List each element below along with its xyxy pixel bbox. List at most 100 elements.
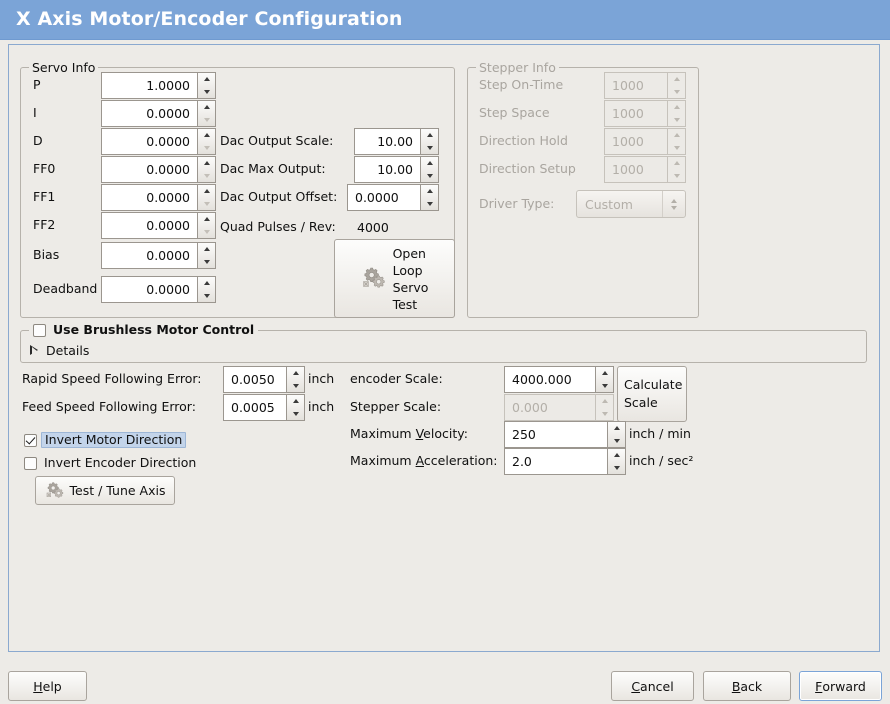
dac-max-output-spinbutton[interactable]: 10.00: [354, 156, 439, 183]
spin-up-icon[interactable]: [198, 73, 215, 86]
servo-d-spinbutton[interactable]: 0.0000: [101, 128, 216, 155]
spin-up-icon[interactable]: [608, 422, 625, 435]
spin-down-icon[interactable]: [596, 380, 613, 393]
servo-p-stepper[interactable]: [197, 72, 216, 99]
dac-max-output-stepper[interactable]: [420, 156, 439, 183]
servo-ff0-value[interactable]: 0.0000: [101, 156, 197, 183]
spin-down-icon[interactable]: [421, 198, 438, 211]
spin-up-icon[interactable]: [421, 157, 438, 170]
encoder-scale-value[interactable]: 4000.000: [504, 366, 595, 393]
gears-icon: [45, 481, 65, 501]
servo-bias-stepper[interactable]: [197, 242, 216, 269]
spin-up-icon[interactable]: [198, 277, 215, 290]
spin-down-icon[interactable]: [421, 170, 438, 183]
feed-speed-following-error-value[interactable]: 0.0005: [223, 394, 286, 421]
spin-up-icon[interactable]: [198, 101, 215, 114]
encoder-scale-stepper[interactable]: [595, 366, 614, 393]
rapid-speed-following-error-value[interactable]: 0.0050: [223, 366, 286, 393]
dac-max-output-value[interactable]: 10.00: [354, 156, 420, 183]
spin-up-icon[interactable]: [421, 185, 438, 198]
dac-output-scale-value[interactable]: 10.00: [354, 128, 420, 155]
maximum-velocity-label: Maximum Velocity:: [350, 426, 468, 441]
spin-down-icon[interactable]: [198, 114, 215, 127]
feed-error-stepper[interactable]: [286, 394, 305, 421]
details-expander[interactable]: Details: [30, 343, 89, 358]
maximum-acceleration-spinbutton[interactable]: 2.0: [504, 448, 626, 475]
spin-up-icon[interactable]: [198, 129, 215, 142]
spin-up-icon[interactable]: [198, 157, 215, 170]
checkbox-box-icon[interactable]: [24, 433, 37, 447]
rapid-error-stepper[interactable]: [286, 366, 305, 393]
test-tune-axis-button[interactable]: Test / Tune Axis: [35, 476, 175, 505]
servo-ff2-stepper[interactable]: [197, 212, 216, 239]
spin-up-icon[interactable]: [198, 243, 215, 256]
calculate-scale-button[interactable]: Calculate Scale: [617, 366, 687, 422]
spin-down-icon[interactable]: [608, 462, 625, 475]
servo-deadband-stepper[interactable]: [197, 276, 216, 303]
dac-output-scale-spinbutton[interactable]: 10.00: [354, 128, 439, 155]
servo-i-value[interactable]: 0.0000: [101, 100, 197, 127]
checkbox-box-icon[interactable]: [24, 456, 37, 470]
spin-down-icon[interactable]: [608, 435, 625, 448]
spin-down-icon[interactable]: [287, 380, 304, 393]
dac-output-offset-spinbutton[interactable]: 0.0000: [347, 184, 439, 211]
maximum-acceleration-stepper[interactable]: [607, 448, 626, 475]
spin-up-icon[interactable]: [421, 129, 438, 142]
rapid-speed-following-error-label: Rapid Speed Following Error:: [22, 371, 202, 386]
spin-down-icon[interactable]: [198, 170, 215, 183]
servo-p-value[interactable]: 1.0000: [101, 72, 197, 99]
use-brushless-motor-control-checkbox[interactable]: Use Brushless Motor Control: [29, 323, 259, 337]
checkbox-box-icon[interactable]: [33, 323, 46, 337]
encoder-scale-spinbutton[interactable]: 4000.000: [504, 366, 614, 393]
spin-down-icon[interactable]: [198, 226, 215, 239]
servo-ff2-value[interactable]: 0.0000: [101, 212, 197, 239]
spin-down-icon[interactable]: [198, 198, 215, 211]
servo-bias-spinbutton[interactable]: 0.0000: [101, 242, 216, 269]
chevron-right-icon[interactable]: [30, 345, 38, 356]
servo-d-stepper[interactable]: [197, 128, 216, 155]
spin-down-icon[interactable]: [198, 86, 215, 99]
servo-d-value[interactable]: 0.0000: [101, 128, 197, 155]
spin-up-icon[interactable]: [287, 367, 304, 380]
spin-down-icon[interactable]: [198, 142, 215, 155]
spin-up-icon[interactable]: [287, 395, 304, 408]
spin-up-icon[interactable]: [198, 185, 215, 198]
maximum-velocity-value[interactable]: 250: [504, 421, 607, 448]
servo-ff2-spinbutton[interactable]: 0.0000: [101, 212, 216, 239]
servo-i-stepper[interactable]: [197, 100, 216, 127]
servo-ff0-stepper[interactable]: [197, 156, 216, 183]
spin-down-icon[interactable]: [198, 256, 215, 269]
rapid-speed-following-error-spinbutton[interactable]: 0.0050: [223, 366, 305, 393]
invert-motor-direction-checkbox[interactable]: Invert Motor Direction: [24, 432, 187, 448]
maximum-velocity-stepper[interactable]: [607, 421, 626, 448]
spin-down-icon[interactable]: [198, 290, 215, 303]
maximum-acceleration-value[interactable]: 2.0: [504, 448, 607, 475]
feed-speed-following-error-spinbutton[interactable]: 0.0005: [223, 394, 305, 421]
spin-up-icon[interactable]: [596, 367, 613, 380]
maximum-acceleration-unit: inch / sec²: [629, 453, 694, 468]
dac-output-scale-stepper[interactable]: [420, 128, 439, 155]
spin-up-icon[interactable]: [198, 213, 215, 226]
servo-deadband-spinbutton[interactable]: 0.0000: [101, 276, 216, 303]
servo-deadband-value[interactable]: 0.0000: [101, 276, 197, 303]
spin-down-icon[interactable]: [287, 408, 304, 421]
maximum-velocity-spinbutton[interactable]: 250: [504, 421, 626, 448]
dac-output-offset-value[interactable]: 0.0000: [347, 184, 420, 211]
open-loop-servo-test-button[interactable]: Open Loop Servo Test: [334, 239, 455, 318]
spin-down-icon[interactable]: [421, 142, 438, 155]
servo-ff1-stepper[interactable]: [197, 184, 216, 211]
servo-ff0-spinbutton[interactable]: 0.0000: [101, 156, 216, 183]
spin-up-icon[interactable]: [608, 449, 625, 462]
servo-ff1-value[interactable]: 0.0000: [101, 184, 197, 211]
servo-ff1-spinbutton[interactable]: 0.0000: [101, 184, 216, 211]
servo-bias-value[interactable]: 0.0000: [101, 242, 197, 269]
dac-output-scale-label: Dac Output Scale:: [220, 133, 334, 148]
servo-p-spinbutton[interactable]: 1.0000: [101, 72, 216, 99]
invert-encoder-direction-checkbox[interactable]: Invert Encoder Direction: [24, 456, 196, 470]
servo-i-spinbutton[interactable]: 0.0000: [101, 100, 216, 127]
dac-output-offset-stepper[interactable]: [420, 184, 439, 211]
